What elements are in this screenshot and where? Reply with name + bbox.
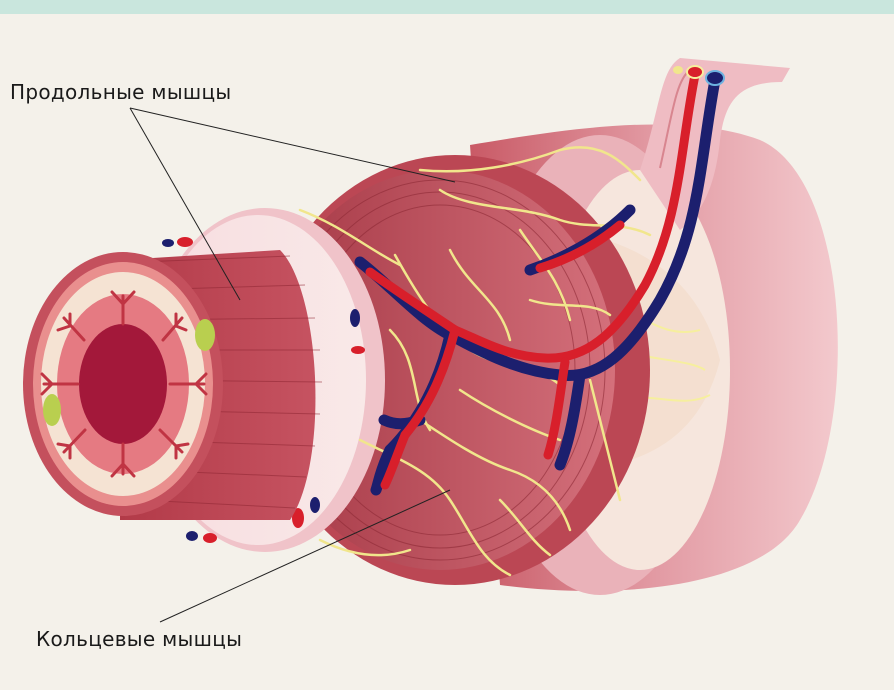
label-longitudinal-muscles: Продольные мышцы	[10, 80, 232, 104]
leader-line-longitudinal-2	[130, 108, 455, 182]
label-circular-muscles: Кольцевые мышцы	[36, 627, 242, 651]
mucosa-cross-section	[23, 252, 223, 516]
